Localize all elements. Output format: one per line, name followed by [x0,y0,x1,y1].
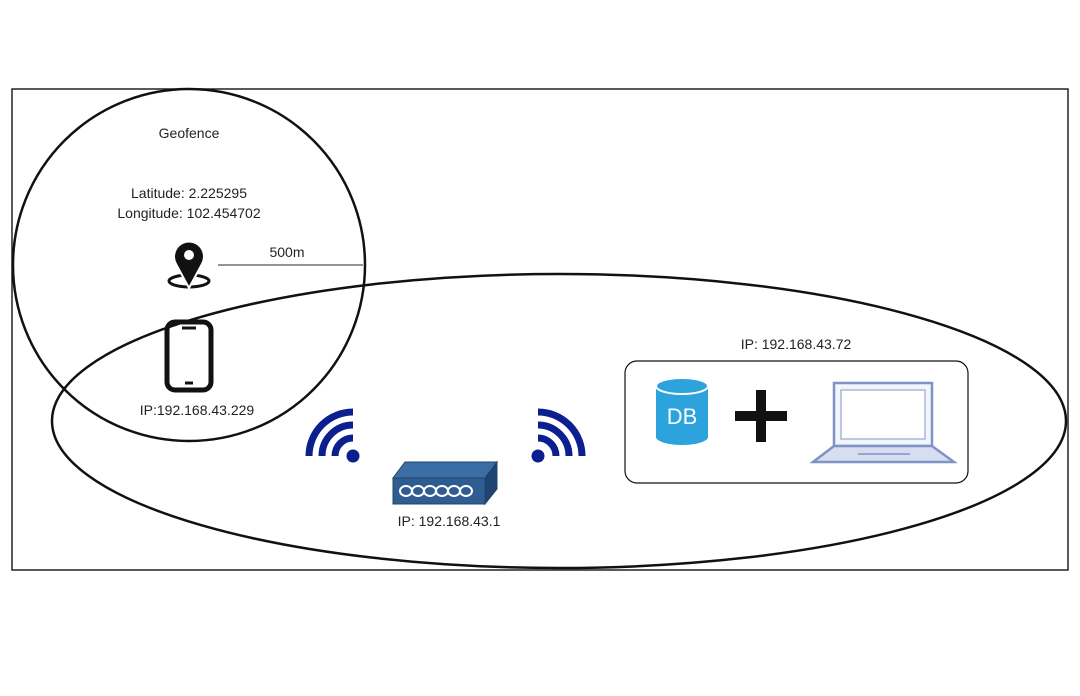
server-group-box [624,360,969,484]
smartphone-icon [164,319,214,393]
latitude-label: Latitude: 2.225295 [131,185,247,201]
server-ip-label: IP: 192.168.43.72 [740,336,852,352]
location-pin-icon [167,240,211,291]
wifi-signal-icon-right [531,408,586,463]
wifi-signal-icon-left [305,408,360,463]
longitude-label: Longitude: 102.454702 [117,205,261,221]
plus-icon [735,390,787,442]
radius-label: 500m [269,244,305,260]
router-ip-label: IP: 192.168.43.1 [397,513,501,529]
laptop-icon [809,381,958,464]
network-switch-icon [392,460,498,506]
geofence-title: Geofence [158,125,220,141]
diagram-frame [11,88,1069,571]
db-label: DB [667,404,698,429]
phone-ip-label: IP:192.168.43.229 [139,402,255,418]
geofence-circle [11,87,367,443]
network-ellipse [50,272,1068,570]
database-icon: DB [655,377,709,445]
